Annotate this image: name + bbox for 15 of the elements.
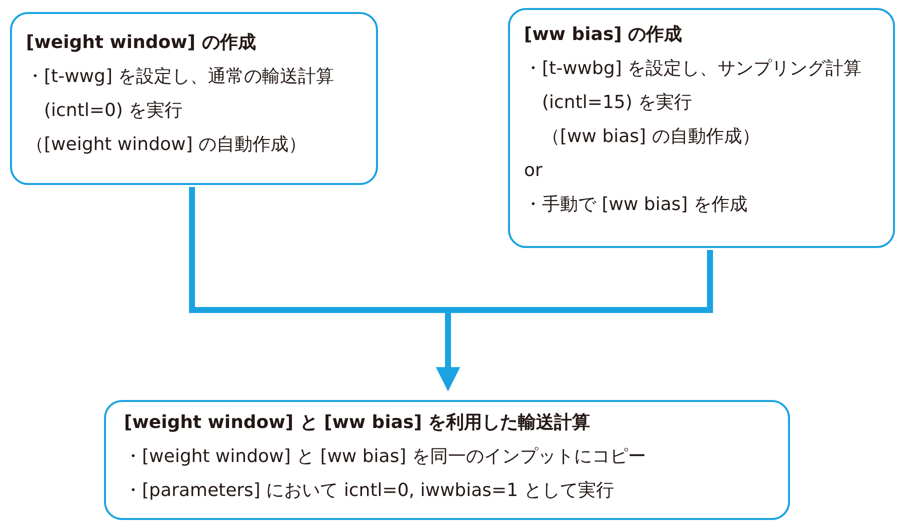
connector-arrow bbox=[436, 250, 713, 392]
box-heading: [ww bias] の作成 bbox=[524, 23, 684, 47]
box-text: ・手動で [ww bias] を作成 bbox=[524, 193, 748, 217]
box-text: ・[t-wwg] を設定し、通常の輸送計算 (icntl=0) を実行 bbox=[26, 65, 336, 123]
process-box bbox=[508, 8, 895, 248]
box-text: ・[weight window] と [ww bias] を同一のインプットにコピー bbox=[124, 445, 647, 469]
box-text: （[weight window] の自動作成） bbox=[26, 133, 308, 157]
process-box bbox=[10, 12, 378, 185]
box-heading: [weight window] と [ww bias] を利用した輸送計算 bbox=[124, 411, 592, 435]
box-text: （[ww bias] の自動作成） bbox=[541, 125, 761, 149]
box-text: ・[t-wwbg] を設定し、サンプリング計算 (icntl=15) を実行 bbox=[524, 57, 863, 115]
box-text: ・[parameters] において icntl=0, iwwbias=1 として実行 bbox=[124, 479, 615, 503]
box-text: or bbox=[524, 159, 544, 183]
box-heading: [weight window] の作成 bbox=[26, 31, 257, 55]
process-box bbox=[104, 400, 790, 520]
